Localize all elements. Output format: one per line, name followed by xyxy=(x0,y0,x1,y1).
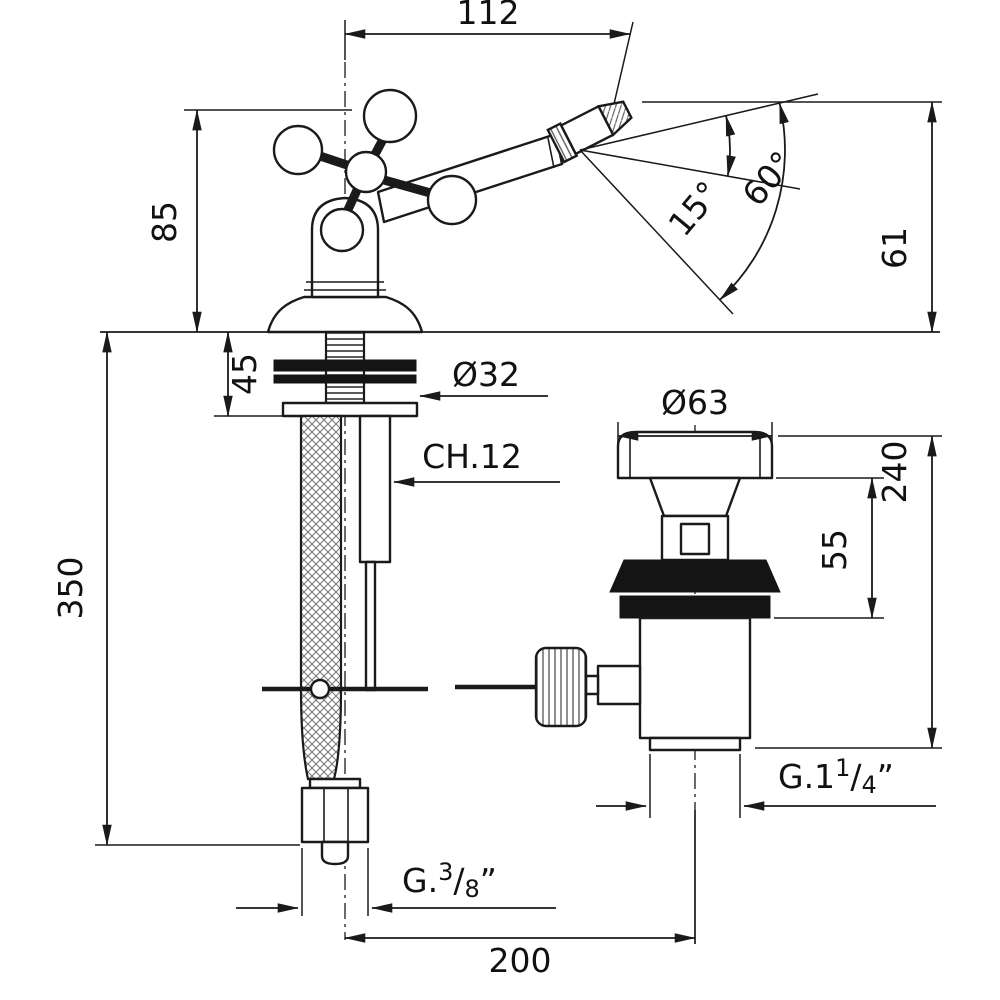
dim-waste-height: 240 xyxy=(755,435,942,749)
ch-12-label: CH.12 xyxy=(422,437,522,476)
hose-nipple xyxy=(358,414,392,564)
arc-60 xyxy=(719,102,789,301)
dim-waste-thread: G.11/4” xyxy=(596,754,936,818)
popup-waste xyxy=(534,430,781,752)
dim-body-height: 85 xyxy=(145,109,352,333)
waste-tailpiece xyxy=(648,736,742,752)
aerator xyxy=(546,100,633,164)
waste-plug xyxy=(679,522,711,556)
supply-nut xyxy=(300,786,370,844)
dim-aerator-drop: 61 xyxy=(642,101,942,333)
dim-350-label: 350 xyxy=(51,557,90,620)
dim-45-label: 45 xyxy=(225,353,264,395)
waste-thread-label: G.11/4” xyxy=(778,754,894,799)
spout xyxy=(376,132,564,224)
supply-thread-label: G.3/8” xyxy=(402,858,497,903)
braided-supply-hose xyxy=(299,414,343,781)
rubber-seal xyxy=(609,559,781,593)
dim-85-label: 85 xyxy=(145,201,184,243)
dim-deck-thickness: 45 xyxy=(214,331,298,417)
dia-63-label: Ø63 xyxy=(661,383,729,422)
dim-61-label: 61 xyxy=(875,227,914,269)
washer xyxy=(273,374,417,384)
mounting-plate xyxy=(281,401,419,418)
dim-centre-distance: 200 xyxy=(344,933,696,980)
angle-15-label: 15° xyxy=(660,174,727,244)
bidet-mixer xyxy=(266,88,633,334)
dia-32-label: Ø32 xyxy=(452,355,520,394)
washer xyxy=(273,359,417,372)
angle-60-label: 60° xyxy=(734,144,801,214)
dim-55-label: 55 xyxy=(815,529,854,571)
supply-tail xyxy=(320,840,350,866)
cross-handle xyxy=(272,88,478,253)
dim-waste-top: 55 xyxy=(774,477,884,619)
dim-spout-reach: 112 xyxy=(344,0,634,105)
dim-flange-diameter: Ø63 xyxy=(617,383,773,452)
dim-240-label: 240 xyxy=(875,441,914,504)
dim-supply-length: 350 xyxy=(51,331,300,846)
callout-shank-diameter: Ø32 xyxy=(419,355,548,401)
under-deck-assembly xyxy=(262,330,536,866)
faucet-base xyxy=(266,295,424,334)
callout-hex-size: CH.12 xyxy=(393,437,560,487)
arc-15 xyxy=(725,114,736,177)
reference-lines xyxy=(100,62,940,944)
handle-ball-right xyxy=(426,174,478,226)
locknut xyxy=(619,595,771,619)
handle-ball-top xyxy=(362,88,418,144)
waste-body xyxy=(638,616,752,740)
handle-ball-left xyxy=(272,124,324,176)
dim-112-label: 112 xyxy=(457,0,520,32)
waste-neck xyxy=(648,476,742,518)
dim-200-label: 200 xyxy=(489,941,552,980)
dim-supply-thread: G.3/8” xyxy=(236,848,556,916)
handle-ball-bottom xyxy=(319,207,365,253)
handle-hub xyxy=(344,150,388,194)
lift-rod xyxy=(364,560,377,692)
waste-flange xyxy=(616,430,774,480)
knurled-knob xyxy=(534,646,588,728)
rod-port xyxy=(596,664,642,706)
popup-rod-pivot xyxy=(309,678,331,700)
